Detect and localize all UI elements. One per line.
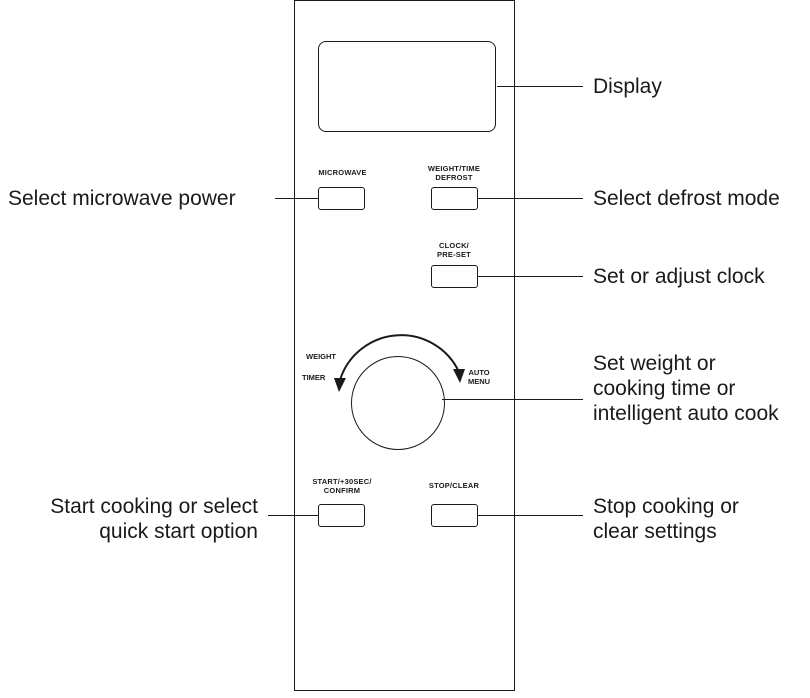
leader-display <box>497 86 583 87</box>
selector-knob[interactable] <box>351 356 445 450</box>
callout-start-line1: Start cooking or select <box>50 495 258 518</box>
defrost-button[interactable] <box>431 187 478 210</box>
start-label-line2: CONFIRM <box>323 486 361 495</box>
microwave-button-label: MICROWAVE <box>318 168 367 177</box>
microwave-button[interactable] <box>318 187 365 210</box>
callout-knob-line2: cooking time or <box>593 377 736 400</box>
dial-arc-path <box>339 334 460 381</box>
callout-stop: Stop cooking or clear settings <box>593 494 739 544</box>
callout-stop-line1: Stop cooking or <box>593 495 739 518</box>
callout-knob: Set weight or cooking time or intelligen… <box>593 351 779 426</box>
start-button-label: START/+30SEC/ CONFIRM <box>300 477 384 495</box>
dial-label-menu: MENU <box>468 377 491 386</box>
callout-knob-line3: intelligent auto cook <box>593 402 779 425</box>
display-screen <box>318 41 496 132</box>
defrost-label-line2: DEFROST <box>435 173 473 182</box>
callout-knob-line1: Set weight or <box>593 352 716 375</box>
callout-defrost-mode: Select defrost mode <box>593 187 780 210</box>
control-panel <box>294 0 515 691</box>
leader-knob <box>442 399 583 400</box>
dial-arrow-right-icon <box>453 369 465 383</box>
defrost-button-label: WEIGHT/TIME DEFROST <box>414 164 494 182</box>
start-label-line1: START/+30SEC/ <box>312 477 372 486</box>
clock-button[interactable] <box>431 265 478 288</box>
start-button[interactable] <box>318 504 365 527</box>
callout-start-line2: quick start option <box>99 520 258 543</box>
defrost-label-line1: WEIGHT/TIME <box>427 164 481 173</box>
clock-label-line1: CLOCK/ <box>439 241 469 250</box>
dial-label-auto: AUTO <box>468 368 490 377</box>
callout-display: Display <box>593 75 662 98</box>
leader-start <box>268 515 318 516</box>
stop-button-label: STOP/CLEAR <box>428 481 480 490</box>
dial-label-weight: WEIGHT <box>306 352 336 361</box>
clock-label-line2: PRE-SET <box>437 250 471 259</box>
leader-stop <box>478 515 583 516</box>
clock-button-label: CLOCK/ PRE-SET <box>414 241 494 259</box>
dial-label-timer: TIMER <box>302 373 326 382</box>
leader-defrost <box>478 198 583 199</box>
stop-button[interactable] <box>431 504 478 527</box>
callout-stop-line2: clear settings <box>593 520 717 543</box>
leader-microwave <box>275 198 318 199</box>
callout-start: Start cooking or select quick start opti… <box>8 494 258 544</box>
callout-clock: Set or adjust clock <box>593 265 765 288</box>
dial-label-auto-menu: AUTO MENU <box>468 368 490 386</box>
dial-arrow-left-icon <box>334 378 346 392</box>
callout-microwave-power: Select microwave power <box>8 187 236 210</box>
leader-clock <box>478 276 583 277</box>
